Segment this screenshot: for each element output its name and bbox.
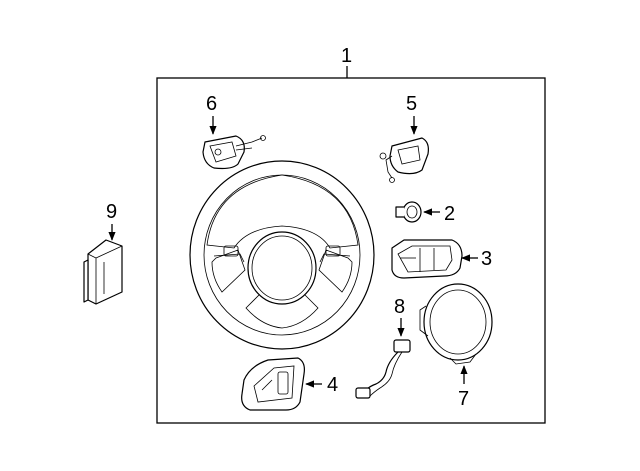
callout-3[interactable]: 3 — [481, 248, 492, 270]
part-5-switch[interactable] — [379, 137, 429, 183]
part-8-wire-harness[interactable] — [355, 339, 411, 399]
part-3-control-module[interactable] — [391, 239, 463, 279]
callout-2[interactable]: 2 — [444, 203, 455, 225]
callout-4[interactable]: 4 — [327, 374, 338, 396]
callout-7[interactable]: 7 — [458, 388, 469, 410]
part-9-bracket[interactable] — [83, 239, 123, 305]
part-6-switch[interactable] — [202, 135, 266, 170]
steering-wheel[interactable] — [189, 160, 375, 350]
callout-6[interactable]: 6 — [206, 93, 217, 115]
callout-9[interactable]: 9 — [106, 201, 117, 223]
part-4-switch-cover[interactable] — [241, 357, 305, 411]
callout-8[interactable]: 8 — [394, 296, 405, 318]
callout-1[interactable]: 1 — [341, 45, 352, 67]
part-2-bolt[interactable] — [395, 201, 422, 223]
assembly-frame — [156, 77, 546, 424]
callout-5[interactable]: 5 — [406, 93, 417, 115]
part-7-clock-spring[interactable] — [419, 283, 493, 365]
